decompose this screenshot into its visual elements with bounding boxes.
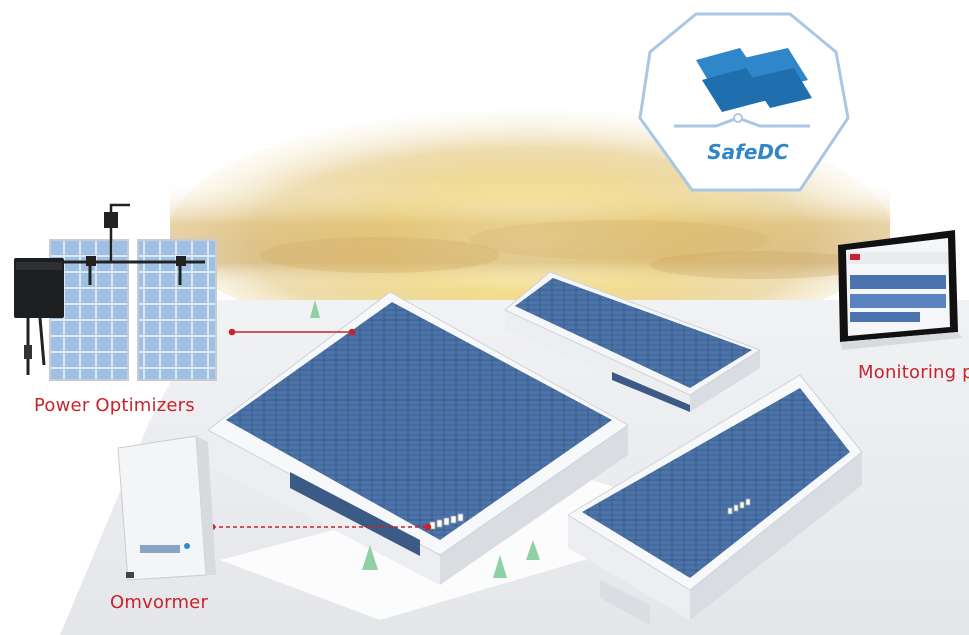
label-monitoring-platform: Monitoring platform [858,362,969,383]
solar-panel-icon [696,48,812,112]
warehouse-building [504,271,762,412]
power-optimizer-panels [14,203,217,381]
label-power-optimizers: Power Optimizers [34,395,195,416]
logo-text: SafeDC [707,140,789,164]
inverter-device [117,435,216,581]
factory-building [567,374,863,625]
label-inverter: Omvormer [110,592,209,613]
main-building [207,291,629,585]
safedc-logo [638,12,850,192]
monitoring-tablet [838,230,962,350]
inverter-units [429,513,464,530]
trees [310,300,540,578]
